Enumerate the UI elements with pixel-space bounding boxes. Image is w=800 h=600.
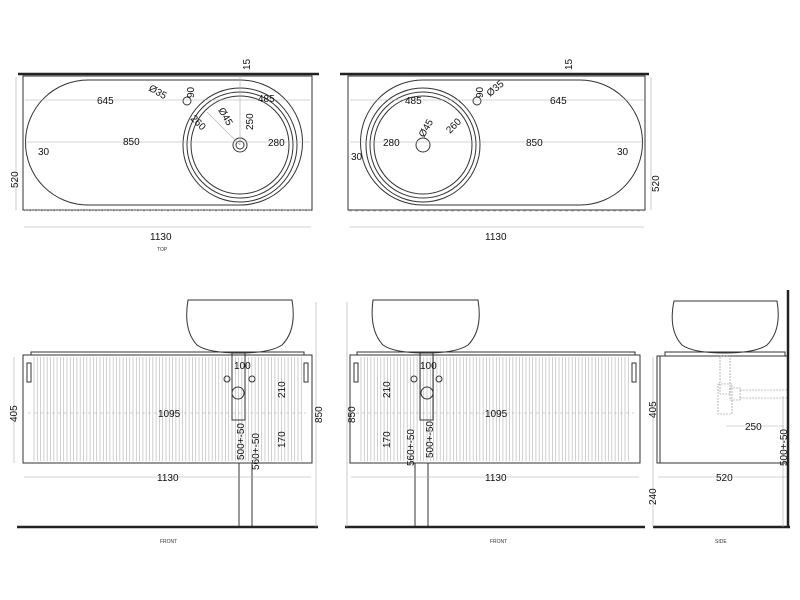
- side-view: 405 240 250 520 500+-50 SIDE: [648, 290, 790, 545]
- dim-500-pm-50: 500+-50: [425, 421, 436, 458]
- dim-1130: 1130: [485, 232, 507, 243]
- dim-250: 250: [745, 422, 762, 433]
- dim-30-left: 30: [351, 152, 363, 163]
- dim-90: 90: [475, 86, 486, 98]
- handle: [303, 362, 309, 383]
- dim-850: 850: [123, 137, 140, 148]
- dim-30-right: 30: [617, 147, 629, 158]
- handle: [353, 362, 359, 383]
- dim-405: 405: [648, 401, 659, 418]
- countertop-outline: [347, 75, 646, 211]
- dim-645: 645: [97, 96, 114, 107]
- basin-oval: [360, 79, 643, 206]
- dim-850: 850: [347, 406, 358, 423]
- front-view-right: 850 1095 1130 100 210 170 560+-50 500+-5…: [345, 299, 645, 545]
- dim-diameter-45: Ø45: [417, 117, 436, 139]
- cabinet-front: [349, 354, 641, 464]
- dim-diameter-45: Ø45: [215, 106, 234, 128]
- dim-210: 210: [277, 381, 288, 398]
- dim-240: 240: [648, 488, 659, 505]
- front-view-left: 405 850 1095 1130 100 210 170 500+-50 56…: [9, 299, 325, 545]
- view-caption-front: FRONT: [160, 539, 177, 545]
- dim-560-pm-50: 560+-50: [406, 429, 417, 466]
- top-view-left: 645 850 30 485 280 1130 TOP 520 15 90 Ø3…: [10, 58, 319, 253]
- tap-hole-icon: [182, 96, 192, 106]
- dim-850: 850: [314, 406, 325, 423]
- dim-diameter-35: Ø35: [485, 78, 507, 99]
- dim-260: 260: [444, 116, 464, 136]
- dim-250: 250: [245, 113, 256, 130]
- vessel-basin: [371, 299, 480, 354]
- dim-280: 280: [383, 138, 400, 149]
- dim-850: 850: [526, 138, 543, 149]
- dim-100: 100: [234, 361, 251, 372]
- dim-210: 210: [382, 381, 393, 398]
- view-caption-front: FRONT: [490, 539, 507, 545]
- dim-500-pm-50: 500+-50: [779, 429, 790, 466]
- dim-170: 170: [277, 431, 288, 448]
- dim-1130: 1130: [485, 473, 507, 484]
- handle: [631, 362, 637, 383]
- top-view-right: 485 645 280 850 30 30 1130 520 15 90 Ø35…: [340, 58, 662, 243]
- tap-hole-icon: [472, 96, 482, 106]
- drain-pipe: [231, 352, 246, 421]
- dim-170: 170: [382, 431, 393, 448]
- vessel-basin: [186, 299, 294, 354]
- drain-icon: [415, 137, 431, 153]
- dim-1130: 1130: [150, 232, 172, 243]
- basin-oval: [25, 79, 303, 206]
- dim-500-pm-50: 500+-50: [236, 423, 247, 460]
- cabinet-front: [22, 354, 313, 464]
- dim-520: 520: [651, 175, 662, 192]
- dim-280: 280: [268, 138, 285, 149]
- wave-edge: [23, 209, 313, 212]
- dim-405: 405: [9, 405, 20, 422]
- dim-485: 485: [258, 94, 275, 105]
- siphon-trap: [717, 355, 788, 415]
- drain-pipe: [419, 352, 434, 421]
- view-caption-top: TOP: [157, 247, 168, 253]
- dim-485: 485: [405, 96, 422, 107]
- dim-520: 520: [716, 473, 733, 484]
- dim-645: 645: [550, 96, 567, 107]
- dim-15: 15: [242, 58, 253, 70]
- ribbed-door: [360, 357, 629, 461]
- handle: [26, 362, 32, 383]
- dim-1095: 1095: [158, 409, 181, 420]
- dim-100: 100: [420, 361, 437, 372]
- dim-30: 30: [38, 147, 50, 158]
- vessel-basin: [671, 300, 779, 354]
- cabinet-side: [656, 355, 789, 464]
- dim-560-pm-50: 560+-50: [251, 433, 262, 470]
- dim-90: 90: [186, 86, 197, 98]
- dim-1095: 1095: [485, 409, 508, 420]
- countertop-outline: [22, 75, 313, 211]
- dim-15: 15: [564, 58, 575, 70]
- dim-1130: 1130: [157, 473, 179, 484]
- dim-520: 520: [10, 171, 21, 188]
- view-caption-side: SIDE: [715, 539, 727, 545]
- dim-diameter-35: Ø35: [147, 83, 169, 102]
